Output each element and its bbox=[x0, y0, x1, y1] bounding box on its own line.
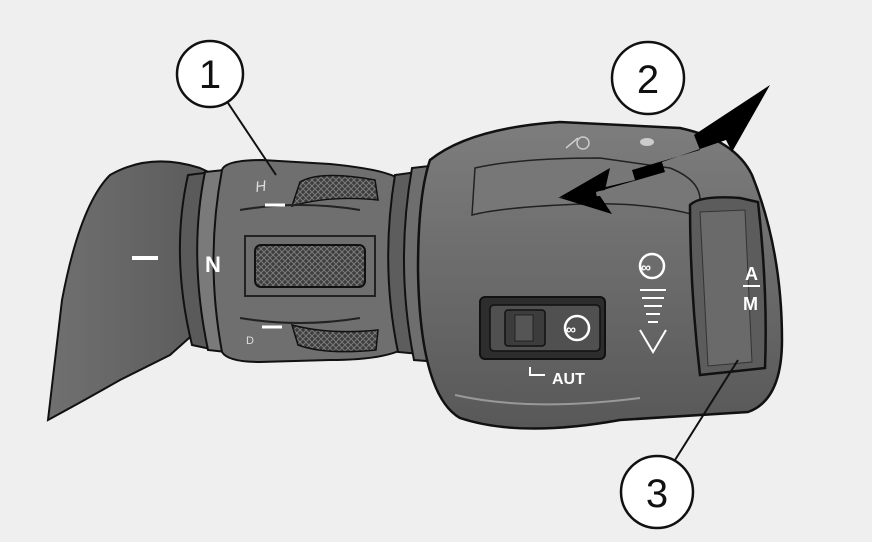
position-h-label: H bbox=[254, 178, 267, 196]
column-shroud bbox=[46, 160, 217, 422]
down-gradient-arrow-icon bbox=[639, 289, 667, 354]
cruise-speed-symbol-icon: ∞ bbox=[638, 252, 666, 280]
am-button-bottom-label: M bbox=[743, 294, 758, 314]
callout-3-number: 3 bbox=[646, 472, 668, 516]
gear-knurl-window bbox=[254, 244, 366, 288]
svg-text:∞: ∞ bbox=[566, 321, 576, 337]
callout-2-number: 2 bbox=[637, 58, 659, 102]
wiper-symbol-icon bbox=[565, 136, 590, 150]
callout-1-circle bbox=[175, 39, 245, 109]
callout-1-leader bbox=[225, 99, 277, 176]
callout-3-leader bbox=[674, 359, 739, 461]
callout-3-circle bbox=[619, 454, 695, 530]
callout-2-circle bbox=[610, 40, 686, 116]
aut-label: AUT bbox=[552, 371, 585, 388]
am-button-top-label: A bbox=[745, 264, 758, 284]
callout-1-number: 1 bbox=[199, 53, 221, 97]
svg-text:∞: ∞ bbox=[641, 259, 651, 275]
position-n-label: N bbox=[205, 252, 221, 277]
position-d-label: D bbox=[246, 335, 254, 347]
slide-switch-cruise-icon: ∞ bbox=[563, 314, 591, 342]
washer-symbol-icon bbox=[640, 138, 654, 146]
